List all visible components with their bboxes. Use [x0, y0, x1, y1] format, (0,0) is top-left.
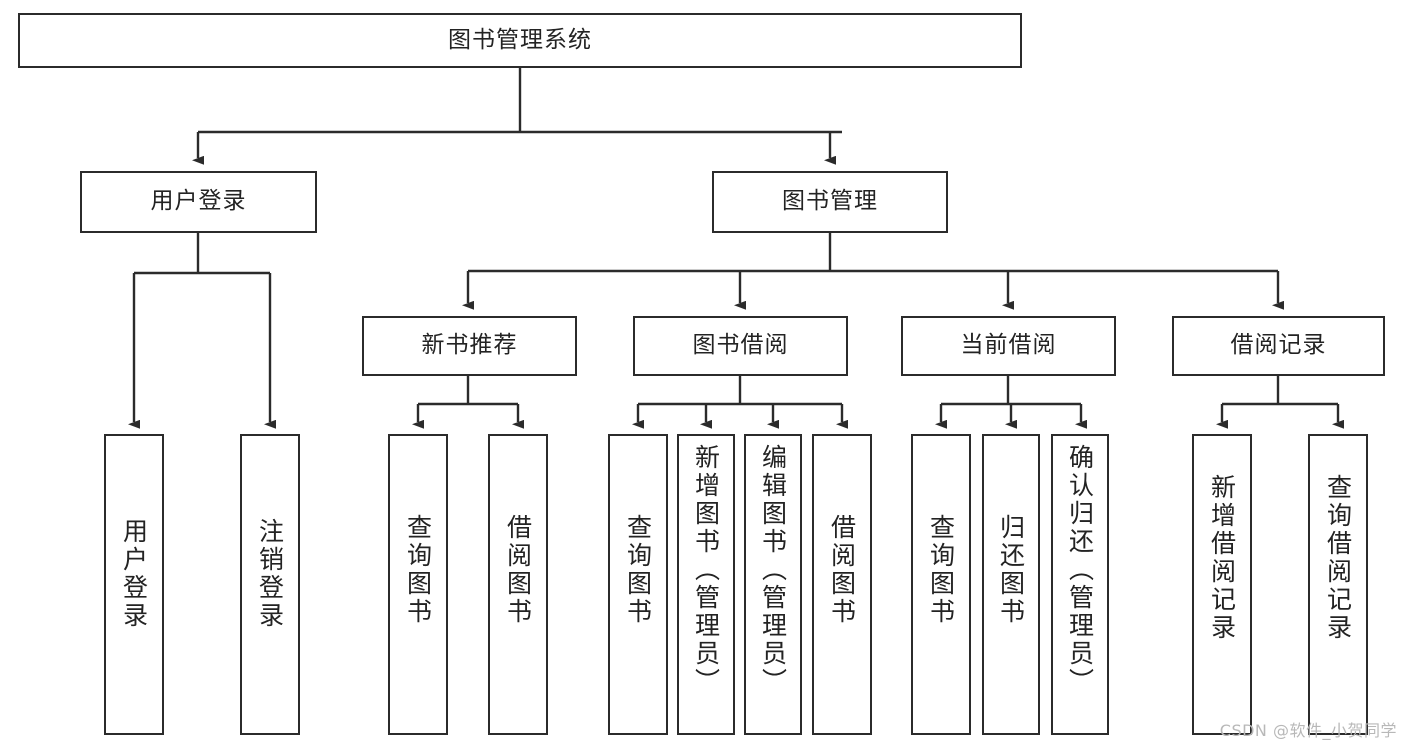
leaf-book-borrow-2[interactable]: 新增图书（管理员） — [677, 434, 735, 735]
leaf-borrow-record-2-label: 查询借阅记录 — [1323, 474, 1353, 642]
leaf-book-borrow-4-label: 借阅图书 — [827, 514, 857, 626]
leaf-book-borrow-4[interactable]: 借阅图书 — [812, 434, 872, 735]
node-user-login[interactable]: 用户登录 — [80, 171, 317, 233]
leaf-book-borrow-3[interactable]: 编辑图书（管理员） — [744, 434, 802, 735]
leaf-current-borrow-1[interactable]: 查询图书 — [911, 434, 971, 735]
node-current-borrow[interactable]: 当前借阅 — [901, 316, 1116, 376]
leaf-user-login-2[interactable]: 注销登录 — [240, 434, 300, 735]
leaf-current-borrow-3[interactable]: 确认归还（管理员） — [1051, 434, 1109, 735]
leaf-new-book-1-label: 查询图书 — [403, 514, 433, 626]
leaf-current-borrow-1-label: 查询图书 — [926, 514, 956, 626]
node-new-book-recommend[interactable]: 新书推荐 — [362, 316, 577, 376]
node-book-management[interactable]: 图书管理 — [712, 171, 948, 233]
node-borrow-record-label: 借阅记录 — [1230, 332, 1327, 359]
leaf-user-login-2-label: 注销登录 — [255, 518, 285, 630]
leaf-book-borrow-1[interactable]: 查询图书 — [608, 434, 668, 735]
node-book-management-label: 图书管理 — [782, 188, 878, 215]
leaf-new-book-2[interactable]: 借阅图书 — [488, 434, 548, 735]
node-new-book-recommend-label: 新书推荐 — [421, 332, 518, 359]
leaf-current-borrow-2[interactable]: 归还图书 — [982, 434, 1040, 735]
node-book-borrow-label: 图书借阅 — [692, 332, 789, 359]
leaf-book-borrow-2-label: 新增图书（管理员） — [691, 444, 721, 696]
leaf-borrow-record-2[interactable]: 查询借阅记录 — [1308, 434, 1368, 735]
leaf-current-borrow-2-label: 归还图书 — [996, 514, 1026, 626]
node-book-borrow[interactable]: 图书借阅 — [633, 316, 848, 376]
leaf-user-login-1-label: 用户登录 — [119, 518, 149, 630]
node-current-borrow-label: 当前借阅 — [960, 332, 1057, 359]
leaf-book-borrow-3-label: 编辑图书（管理员） — [758, 444, 788, 696]
leaf-book-borrow-1-label: 查询图书 — [623, 514, 653, 626]
leaf-new-book-1[interactable]: 查询图书 — [388, 434, 448, 735]
node-borrow-record[interactable]: 借阅记录 — [1172, 316, 1385, 376]
leaf-borrow-record-1-label: 新增借阅记录 — [1207, 474, 1237, 642]
leaf-user-login-1[interactable]: 用户登录 — [104, 434, 164, 735]
node-root-label: 图书管理系统 — [448, 26, 592, 53]
csdn-watermark: CSDN @软件_小贺同学 — [1219, 721, 1397, 740]
leaf-borrow-record-1[interactable]: 新增借阅记录 — [1192, 434, 1252, 735]
node-user-login-label: 用户登录 — [150, 188, 247, 215]
leaf-new-book-2-label: 借阅图书 — [503, 514, 533, 626]
node-root[interactable]: 图书管理系统 — [18, 13, 1022, 68]
leaf-current-borrow-3-label: 确认归还（管理员） — [1065, 444, 1095, 696]
